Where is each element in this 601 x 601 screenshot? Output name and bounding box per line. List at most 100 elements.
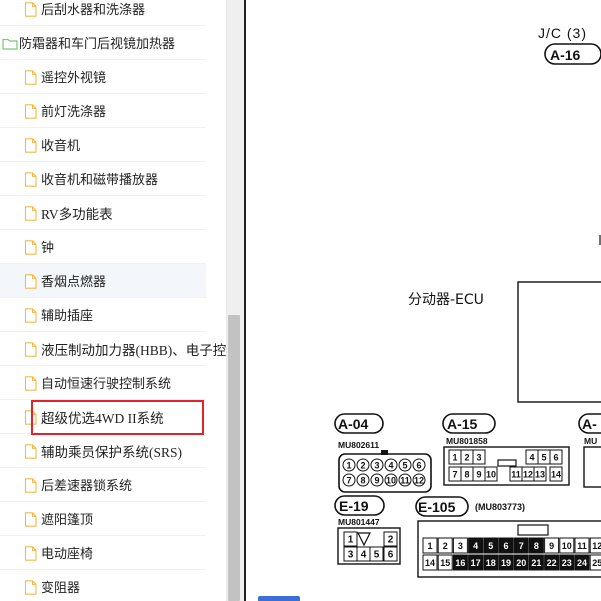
connector-pin-label: 3 bbox=[458, 541, 463, 551]
jc-connector-label: A-16 bbox=[550, 47, 581, 63]
connector-pin bbox=[498, 537, 514, 554]
connector-pin-label: 3 bbox=[348, 550, 354, 561]
connector-pin-label: 3 bbox=[476, 453, 481, 463]
jc-label: J/C (3) bbox=[538, 25, 587, 41]
connector-pin bbox=[383, 531, 398, 547]
tree-item[interactable]: 辅助插座 bbox=[0, 298, 206, 332]
connector-a-tag bbox=[578, 413, 601, 434]
tree-item[interactable]: 液压制动加力器(HBB)、电子控制 bbox=[0, 332, 226, 366]
tree-item[interactable]: 超级优选4WD II系统 bbox=[0, 400, 206, 434]
tree-sidebar: 后刮水器和洗涤器防霜器和车门后视镜加热器遥控外视镜前灯洗涤器收音机收音机和磁带播… bbox=[0, 0, 226, 601]
connector-a15-part: MU801858 bbox=[446, 436, 488, 446]
connector-a15-housing bbox=[443, 446, 570, 486]
tree-item[interactable]: 防霜器和车门后视镜加热器 bbox=[0, 26, 206, 60]
tree-item-label: 辅助插座 bbox=[41, 309, 94, 324]
tree-item[interactable]: 收音机 bbox=[0, 128, 206, 162]
connector-pin bbox=[383, 546, 398, 562]
tree-item[interactable]: 变阻器 bbox=[0, 570, 206, 601]
file-icon bbox=[24, 512, 37, 527]
tree-item[interactable]: 遮阳篷顶 bbox=[0, 502, 206, 536]
connector-pin-label: 1 bbox=[427, 541, 432, 551]
connector-pin bbox=[574, 554, 590, 571]
connector-pin bbox=[483, 554, 499, 571]
connector-e19-part: MU801447 bbox=[338, 517, 380, 527]
tree-item[interactable]: 自动恒速行驶控制系统 bbox=[0, 366, 206, 400]
connector-pin bbox=[468, 554, 484, 571]
file-icon bbox=[24, 308, 37, 323]
sidebar-scrollbar-thumb[interactable] bbox=[228, 315, 240, 601]
file-icon bbox=[24, 2, 37, 17]
connector-e105-id: E-105 bbox=[418, 499, 456, 515]
file-icon bbox=[24, 342, 37, 357]
connector-pin bbox=[384, 473, 398, 487]
connector-pin bbox=[528, 537, 544, 554]
connector-pin bbox=[533, 466, 547, 482]
connector-pin-label: 6 bbox=[388, 550, 394, 561]
connector-pin-label: 23 bbox=[562, 558, 572, 568]
connector-pin bbox=[528, 554, 544, 571]
connector-e19-housing bbox=[337, 527, 401, 565]
file-icon bbox=[24, 376, 37, 391]
file-icon bbox=[24, 206, 37, 221]
connector-pin-label: 6 bbox=[416, 461, 421, 471]
connector-pin bbox=[544, 554, 560, 571]
connector-pin-label: 14 bbox=[551, 470, 561, 480]
connector-a04-part: MU802611 bbox=[338, 440, 379, 450]
connector-pin bbox=[498, 554, 514, 571]
file-icon bbox=[24, 138, 37, 153]
connector-e105-part: (MU803773) bbox=[475, 502, 525, 512]
file-icon bbox=[24, 70, 37, 85]
file-icon bbox=[24, 580, 37, 595]
file-icon bbox=[24, 240, 37, 255]
tree-item[interactable]: 钟 bbox=[0, 230, 206, 264]
connector-pin-label: 19 bbox=[501, 558, 511, 568]
connector-pin bbox=[370, 458, 384, 472]
tree-item[interactable]: 收音机和磁带播放器 bbox=[0, 162, 206, 196]
file-icon bbox=[24, 444, 37, 459]
ecu-box bbox=[517, 281, 601, 403]
connector-pin bbox=[398, 473, 412, 487]
tree-item[interactable]: 前灯洗涤器 bbox=[0, 94, 206, 128]
tree-item-label: 辅助乘员保护系统(SRS) bbox=[41, 444, 183, 460]
connector-pin-label: 3 bbox=[374, 461, 379, 471]
connector-a15-latch bbox=[497, 459, 517, 467]
connector-pin-label: 4 bbox=[473, 541, 478, 551]
tree-item[interactable]: 辅助乘员保护系统(SRS) bbox=[0, 434, 206, 468]
tree-item[interactable]: 遥控外视镜 bbox=[0, 60, 206, 94]
bottom-page-tab[interactable] bbox=[258, 596, 300, 601]
connector-pin bbox=[589, 554, 601, 571]
tree-item-label: 遮阳篷顶 bbox=[41, 513, 94, 528]
connector-pin-label: 22 bbox=[547, 558, 557, 568]
tree-item-label: 后差速器锁系统 bbox=[41, 479, 133, 494]
pane-divider[interactable] bbox=[244, 0, 246, 601]
tree-item[interactable]: 电动座椅 bbox=[0, 536, 206, 570]
tree-item[interactable]: 香烟点燃器 bbox=[0, 264, 206, 298]
connector-pin-label: 2 bbox=[464, 453, 469, 463]
connector-pin bbox=[356, 473, 370, 487]
connector-a-id: A- bbox=[582, 416, 597, 432]
connector-a15-id: A-15 bbox=[447, 416, 478, 432]
connector-pin bbox=[549, 466, 563, 482]
connector-e105-housing bbox=[417, 520, 601, 578]
tree-item[interactable]: 后差速器锁系统 bbox=[0, 468, 206, 502]
connector-pin-label: 24 bbox=[577, 558, 587, 568]
connector-e19-id: E-19 bbox=[339, 498, 369, 514]
tree-item[interactable]: 后刮水器和洗涤器 bbox=[0, 0, 206, 26]
connector-pin-label: 25 bbox=[592, 558, 601, 568]
connector-pin bbox=[437, 554, 453, 571]
connector-a04-id: A-04 bbox=[338, 416, 369, 432]
connector-pin bbox=[437, 537, 453, 554]
connector-pin bbox=[370, 473, 384, 487]
connector-pin-label: 6 bbox=[503, 541, 508, 551]
connector-pin-label: 5 bbox=[374, 550, 380, 561]
connector-pin-label: 9 bbox=[549, 541, 554, 551]
connector-pin bbox=[544, 537, 560, 554]
connector-a-housing bbox=[583, 446, 601, 488]
tree-item[interactable]: RV多功能表 bbox=[0, 196, 206, 230]
connector-pin bbox=[398, 458, 412, 472]
connector-pin bbox=[559, 554, 575, 571]
file-icon bbox=[24, 172, 37, 187]
